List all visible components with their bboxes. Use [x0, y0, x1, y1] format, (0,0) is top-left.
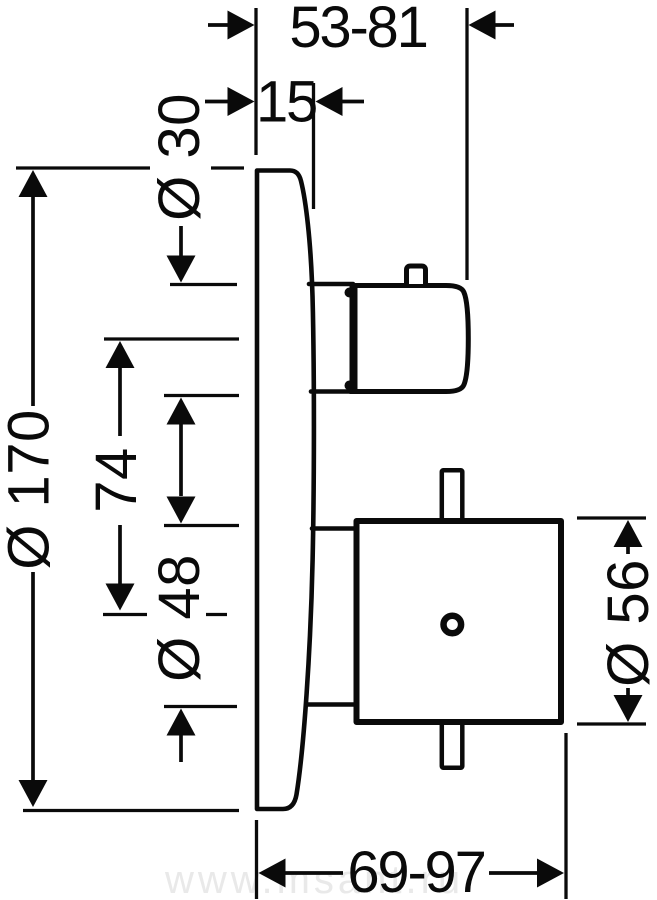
escutcheon-plate [254, 168, 317, 812]
handle-pivot-dot-top [344, 287, 355, 298]
dimension-label: Ø 56 [596, 559, 657, 687]
handle-pivot-dot-bottom [344, 380, 355, 391]
dimension-label: Ø 48 [147, 554, 212, 682]
dimension-wall-to-knob-face: 69-97 [254, 733, 568, 900]
dimension-knob-neck-diameter: Ø 48 [147, 496, 239, 762]
arrowhead-up [18, 170, 48, 197]
arrowhead-up [613, 520, 643, 547]
dimension-label: 74 [84, 447, 149, 513]
dimension-plate-diameter: Ø 170 [0, 166, 244, 813]
arrowhead-left [258, 858, 286, 888]
knob-top-pin [439, 468, 465, 523]
dimension-knob-diameter: Ø 56 [577, 516, 657, 726]
arrowhead-right [227, 10, 255, 40]
arrowhead-down [613, 695, 643, 722]
dimension-handle-to-knob-distance: 74 [84, 337, 239, 617]
dimension-plate-depth: 15 [205, 70, 364, 209]
arrowhead-up [166, 397, 196, 425]
watermark: www.msant.ru [164, 858, 464, 900]
arrowhead-up [166, 708, 196, 736]
arrowhead-left [315, 87, 343, 116]
dimension-label: 53-81 [289, 0, 426, 60]
dimension-label: Ø 30 [147, 93, 212, 221]
temperature-handle-body [351, 283, 471, 394]
arrowhead-down [18, 780, 48, 807]
dimension-wall-to-handle-face: 53-81 [208, 0, 514, 280]
dimension-label: Ø 170 [0, 409, 62, 570]
arrowhead-left [468, 10, 496, 40]
knob-center-ring [440, 612, 465, 637]
arrowhead-right [227, 87, 255, 116]
knob-bottom-pin [439, 717, 465, 770]
arrowhead-down [105, 583, 135, 611]
temperature-handle-tab [404, 263, 428, 287]
dimension-handle-neck-diameter: Ø 30 [147, 93, 239, 496]
arrowhead-up [105, 341, 135, 368]
dimension-label: 69-97 [347, 840, 484, 900]
fixture-outline [254, 168, 564, 812]
arrowhead-down [166, 255, 196, 283]
arrowhead-right [537, 858, 564, 888]
arrowhead-down [166, 496, 196, 524]
dimension-label: 15 [256, 70, 316, 135]
